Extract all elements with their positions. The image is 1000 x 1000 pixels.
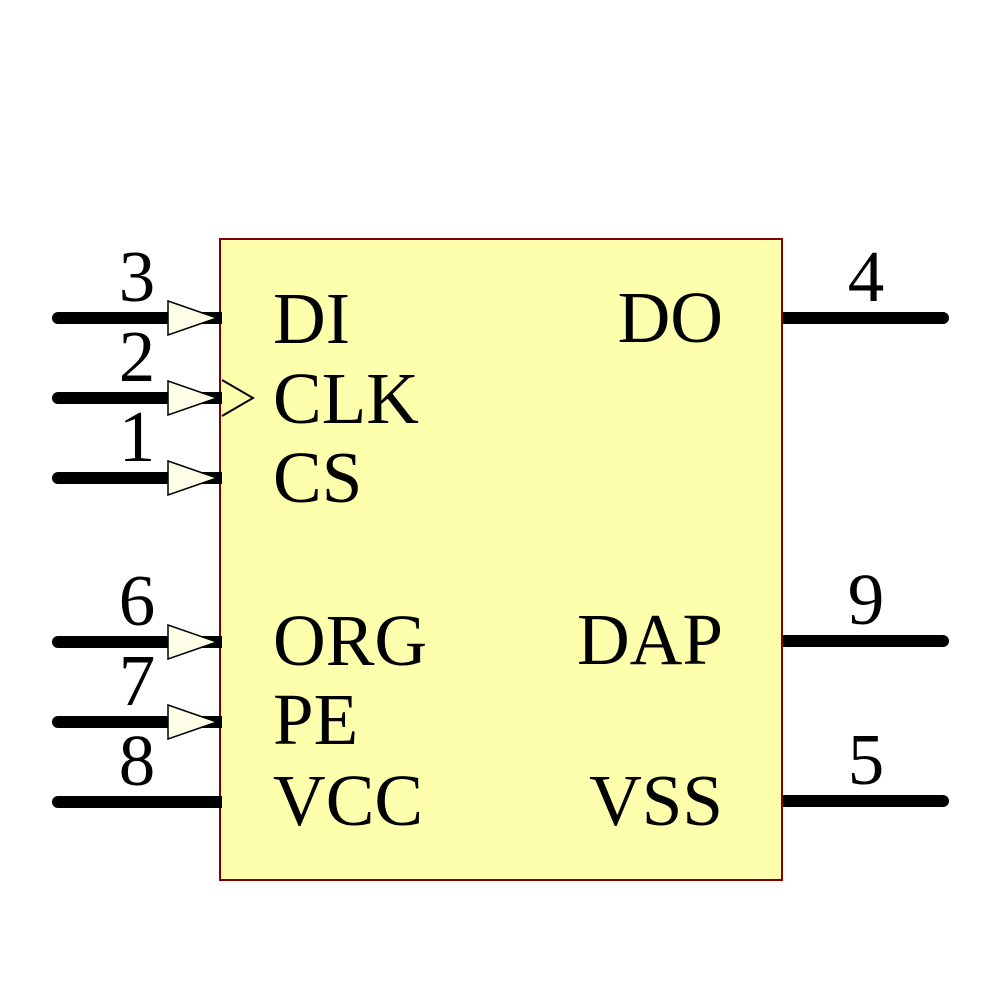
clock-edge-icon: [221, 379, 255, 417]
input-arrow-icon: [167, 460, 219, 496]
pin-number: 4: [847, 236, 885, 317]
pin-label-di: DI: [273, 278, 351, 359]
pin-number: 2: [118, 316, 156, 397]
pin-label-cs: CS: [273, 437, 363, 518]
pin-number: 8: [118, 720, 156, 801]
input-arrow-icon: [167, 300, 219, 336]
pin-label-vcc: VCC: [273, 760, 424, 841]
pin-number: 7: [118, 640, 156, 721]
pin-number: 3: [118, 236, 156, 317]
pin-number: 5: [847, 719, 885, 800]
pin-label-org: ORG: [273, 600, 428, 681]
pin-number: 6: [118, 560, 156, 641]
pin-label-dap: DAP: [576, 599, 723, 680]
pin-line-9: [783, 635, 949, 647]
pin-number: 9: [847, 559, 885, 640]
pin-number: 1: [118, 396, 156, 477]
input-arrow-icon: [167, 704, 219, 740]
pin-line-5: [783, 795, 949, 807]
pin-label-clk: CLK: [273, 358, 419, 439]
pin-label-pe: PE: [273, 679, 359, 760]
ic-body: [219, 238, 783, 881]
pin-label-do: DO: [617, 277, 723, 358]
pin-line-4: [783, 312, 949, 324]
pin-line-8: [52, 796, 222, 808]
input-arrow-icon: [167, 624, 219, 660]
input-arrow-icon: [167, 380, 219, 416]
pin-label-vss: VSS: [589, 760, 723, 841]
